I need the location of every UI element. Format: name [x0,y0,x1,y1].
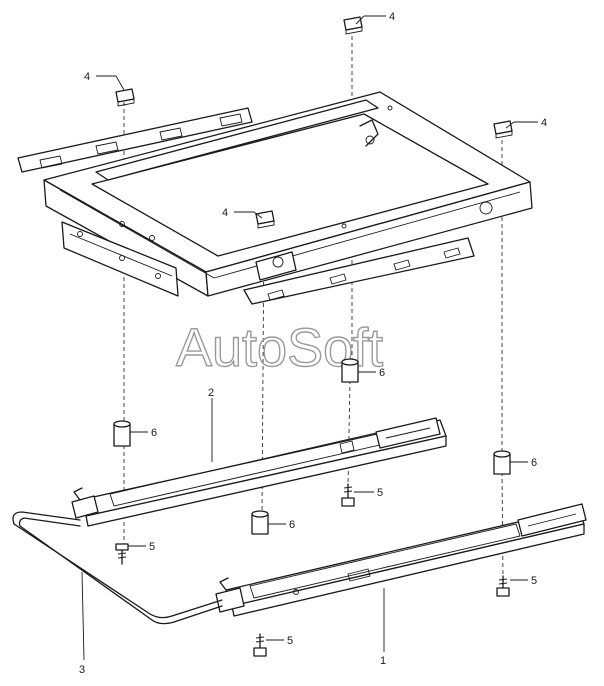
callout-2: 2 [208,387,214,399]
right-mounting-bracket [243,237,475,305]
bolt-5-left [115,543,129,565]
nut-4-left [115,88,135,107]
nut-4-rear [343,16,363,35]
callout-5-center: 5 [377,487,383,499]
seat-rail-1 [215,503,587,617]
seat-rail-2 [71,417,447,527]
callout-6-left: 6 [151,427,157,439]
callout-6-front: 6 [289,519,295,531]
bolt-5-right [496,575,510,597]
left-mounting-bracket [61,221,179,297]
spacer-6-right [493,450,511,475]
spacer-6-center [341,358,359,383]
nut-4-right [493,120,513,139]
bolt-5-center [341,483,355,507]
adjustment-bar-3 [12,511,223,625]
nut-4-front [255,210,275,229]
callout-6-right: 6 [531,457,537,469]
callout-4-front: 4 [222,207,228,219]
callout-3: 3 [79,664,85,676]
callout-5-left: 5 [149,541,155,553]
spacer-6-left [113,420,131,447]
callout-1: 1 [380,655,386,667]
spacer-6-front [251,510,269,535]
callout-5-front: 5 [287,635,293,647]
callout-4-rear: 4 [389,11,395,23]
callout-4-left: 4 [84,71,90,83]
leader-lines [81,15,538,661]
callout-5-right: 5 [531,575,537,587]
callout-4-right: 4 [541,117,547,129]
callout-6-center: 6 [379,367,385,379]
bolt-5-front [253,633,267,657]
